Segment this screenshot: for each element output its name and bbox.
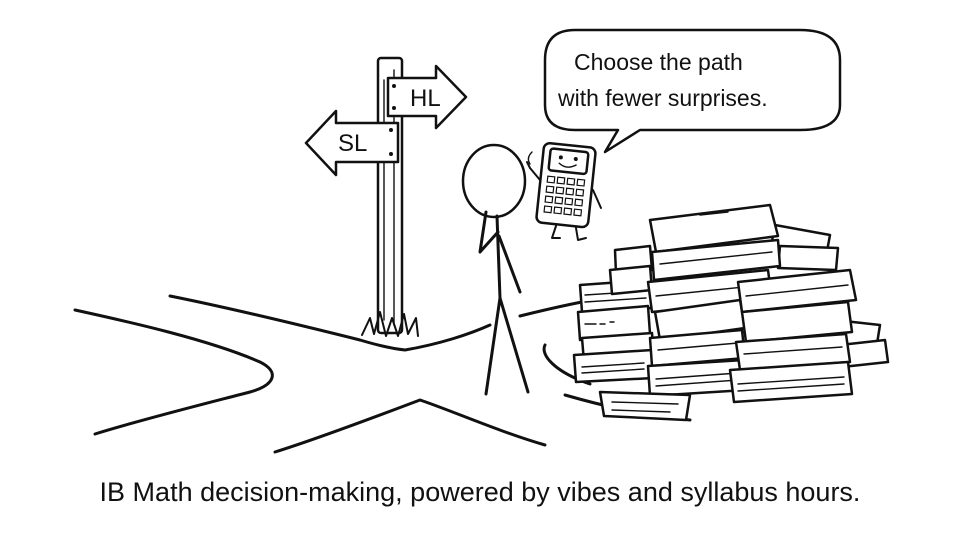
signpost-icon: HL SL [304,56,468,337]
hl-sign-label: HL [410,85,441,112]
speech-bubble-line1: Choose the path [574,49,743,75]
calculator-character-icon [526,141,602,241]
speech-bubble: Choose the path with fewer surprises. [543,28,842,154]
person-thinking-icon [461,143,530,396]
book-stack-icon [572,203,890,422]
comic-caption: IB Math decision-making, powered by vibe… [99,477,861,507]
sl-sign-label: SL [338,130,367,157]
comic-illustration: HL SL [73,28,890,454]
speech-bubble-line2: with fewer surprises. [557,85,768,111]
